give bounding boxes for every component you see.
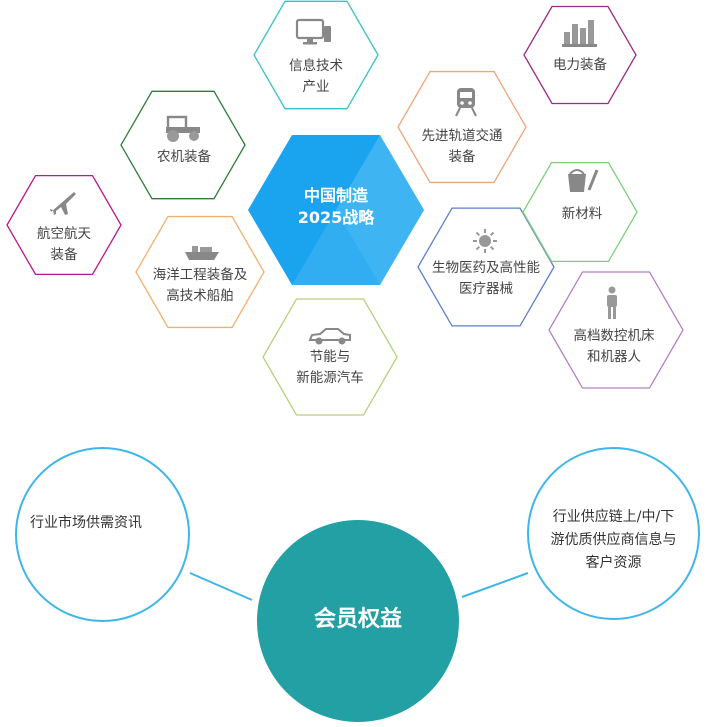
left-benefit-circle	[15, 447, 190, 622]
center-hexagon-facet	[336, 135, 424, 285]
hex-diagram	[6, 0, 684, 416]
hexagon-aero	[6, 174, 122, 276]
hexagon-material	[522, 161, 638, 263]
center-hexagon	[248, 135, 424, 285]
hex-label-aero: 航空航天 装备	[14, 224, 114, 266]
hexagon-info-tech	[253, 0, 379, 110]
hex-label-agri: 农机装备	[134, 147, 234, 168]
paint-bucket-icon	[568, 169, 599, 192]
hex-label-line: 产业	[302, 79, 330, 95]
right-benefit-line: 游优质供应商信息与	[550, 532, 677, 548]
computer-icon	[295, 18, 331, 45]
hex-label-line: 医疗器械	[459, 281, 513, 297]
tractor-icon	[166, 115, 200, 142]
hexagon-agri	[120, 90, 246, 200]
center-title-line1: 中国制造	[303, 186, 368, 205]
hex-label-line: 高技术船舶	[166, 288, 234, 304]
hex-label-line: 信息技术	[289, 58, 343, 74]
right-benefit-text: 行业供应链上/中/下 游优质供应商信息与 客户资源	[527, 506, 700, 575]
hex-label-line: 和机器人	[587, 349, 641, 365]
car-icon	[308, 328, 351, 345]
left-benefit-text: 行业市场供需资讯	[30, 515, 142, 531]
hexagon-auto	[262, 298, 398, 416]
member-benefits-title: 会员权益	[313, 607, 402, 632]
hex-label-bio: 生物医药及高性能 医疗器械	[418, 258, 554, 300]
hex-label-line: 海洋工程装备及	[152, 267, 248, 283]
hex-label-line: 生物医药及高性能	[432, 260, 540, 276]
center-title: 中国制造 2025战略	[286, 185, 386, 229]
hex-label-line: 节能与	[309, 349, 351, 365]
hex-label-auto: 节能与 新能源汽车	[277, 347, 383, 389]
power-plant-icon	[562, 20, 597, 47]
hex-label-rail: 先进轨道交通 装备	[406, 126, 518, 168]
hex-label-line: 高档数控机床	[573, 328, 655, 344]
hexagon-bio	[417, 207, 555, 327]
right-benefit-line: 行业供应链上/中/下	[552, 509, 675, 525]
hex-label-power: 电力装备	[530, 55, 630, 76]
connector-left	[189, 572, 253, 601]
hex-label-line: 装备	[50, 247, 78, 263]
airplane-icon	[50, 192, 76, 215]
right-benefit-circle	[527, 447, 700, 620]
center-hexagon-facet	[292, 210, 380, 285]
hexagon-cnc	[548, 271, 684, 389]
hexagon-marine	[135, 215, 265, 329]
hex-label-line: 航空航天	[37, 226, 91, 242]
hex-label-line: 电力装备	[553, 57, 607, 73]
ship-icon	[185, 246, 219, 260]
hex-label-cnc: 高档数控机床 和机器人	[558, 326, 670, 368]
hex-label-marine: 海洋工程装备及 高技术船舶	[138, 265, 262, 307]
right-benefit-line: 客户资源	[585, 555, 642, 571]
train-icon	[455, 88, 477, 117]
hexagon-power	[523, 5, 637, 105]
hex-label-line: 装备	[448, 149, 476, 165]
hexagon-rail	[397, 70, 527, 184]
center-title-line2: 2025战略	[297, 208, 375, 227]
sun-icon	[473, 229, 497, 253]
hex-label-line: 新材料	[561, 206, 603, 222]
hex-label-info-tech: 信息技术 产业	[264, 56, 368, 98]
hex-label-line: 新能源汽车	[296, 370, 364, 386]
hex-label-line: 农机装备	[157, 149, 211, 165]
member-benefits-circle	[257, 520, 459, 722]
robot-icon	[607, 286, 617, 319]
hex-label-material: 新材料	[532, 204, 632, 225]
connector-right	[461, 572, 529, 598]
hex-label-line: 先进轨道交通	[421, 128, 503, 144]
